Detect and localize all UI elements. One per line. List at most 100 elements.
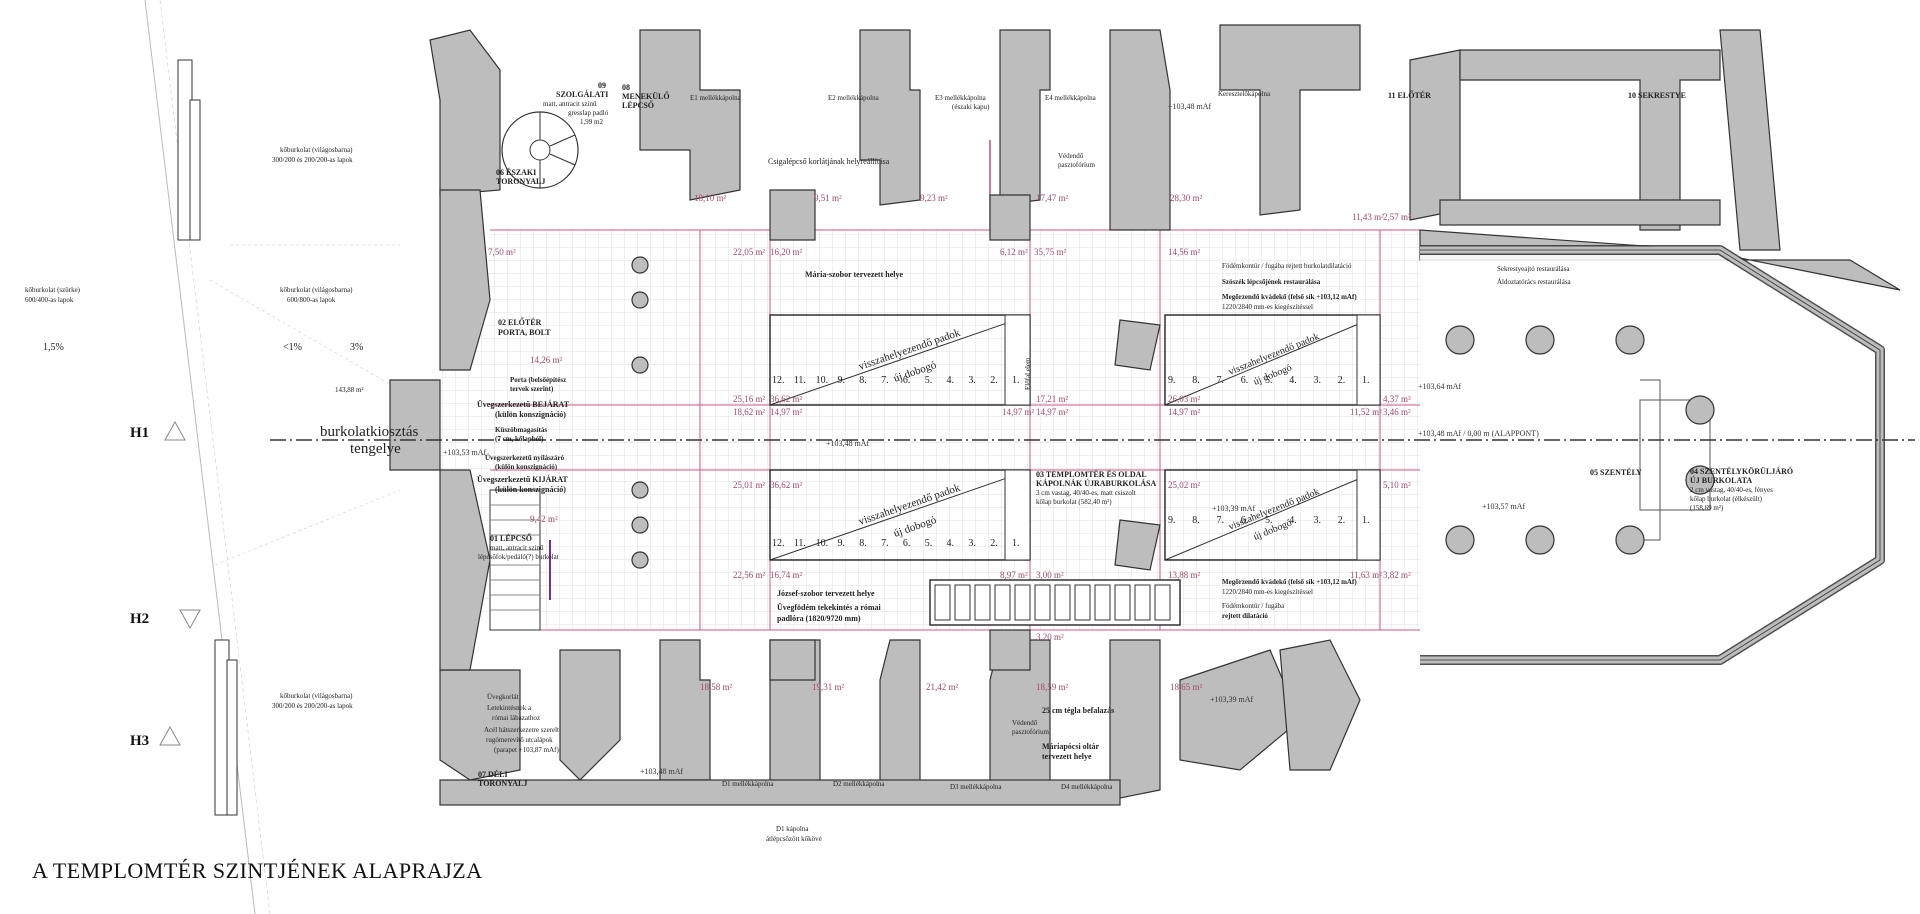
svg-text:tervek szerint): tervek szerint) xyxy=(510,385,554,393)
pews-block-north-right xyxy=(1164,314,1381,406)
pew-number-south-t-9: 3. xyxy=(968,538,976,549)
section-mark-h2: H2 xyxy=(130,609,201,630)
pew-number-north-right-r-2: 7. xyxy=(1217,375,1225,386)
svg-text:Üvegkorlát: Üvegkorlát xyxy=(487,693,519,701)
chapel-labels: E1 mellékkápolna E2 mellékkápolna E3 mel… xyxy=(690,90,1271,791)
svg-text:D1 mellékkápolna: D1 mellékkápolna xyxy=(722,780,774,788)
svg-text:KÁPOLNÁK ÚJRABURKOLÁSA: KÁPOLNÁK ÚJRABURKOLÁSA xyxy=(1036,478,1156,488)
svg-text:3,82 m²: 3,82 m² xyxy=(1383,570,1411,580)
svg-text:József-szobor tervezett helye: József-szobor tervezett helye xyxy=(777,589,875,598)
svg-text:16,20 m²: 16,20 m² xyxy=(770,247,803,257)
svg-text:7,50 m²: 7,50 m² xyxy=(488,247,516,257)
pew-number-north-t-10: 2. xyxy=(990,375,998,386)
svg-text:Áldoztatórács restaurálása: Áldoztatórács restaurálása xyxy=(1497,278,1572,286)
svg-text:Mária-szobor tervezett helye: Mária-szobor tervezett helye xyxy=(805,270,903,279)
svg-text:11,52 m²: 11,52 m² xyxy=(1350,407,1382,417)
svg-text:08: 08 xyxy=(622,83,630,92)
pew-number-south-right-r-7: 2. xyxy=(1338,515,1346,526)
svg-text:9,42 m²: 9,42 m² xyxy=(530,514,558,524)
svg-text:03 TEMPLOMTÉR ÉS OLDAL: 03 TEMPLOMTÉR ÉS OLDAL xyxy=(1036,469,1147,479)
svg-text:14,56 m²: 14,56 m² xyxy=(1168,247,1201,257)
svg-text:300/200 és 200/200-as lapok: 300/200 és 200/200-as lapok xyxy=(272,702,353,710)
svg-text:(parapet +103,87 mAf): (parapet +103,87 mAf) xyxy=(494,746,559,754)
svg-text:06 ÉSZAKI: 06 ÉSZAKI xyxy=(496,167,536,177)
pew-number-south-t-4: 8. xyxy=(859,538,867,549)
pew-number-north-right-r-7: 2. xyxy=(1338,375,1346,386)
svg-text:10 SEKRESTYE: 10 SEKRESTYE xyxy=(1628,91,1686,100)
svg-text:E2 mellékkápolna: E2 mellékkápolna xyxy=(828,94,880,102)
svg-text:05 SZENTÉLY: 05 SZENTÉLY xyxy=(1590,467,1642,477)
svg-text:1220/2840 mm-es kiegészítéssel: 1220/2840 mm-es kiegészítéssel xyxy=(1222,303,1313,311)
pew-number-south-right-r-6: 3. xyxy=(1314,515,1322,526)
svg-text:TORONYALJ: TORONYALJ xyxy=(496,177,545,186)
svg-text:Megőrzendő kvádekő (felső sík: Megőrzendő kvádekő (felső sík +103,12 mA… xyxy=(1222,293,1357,301)
pew-number-north-t-8: 4. xyxy=(947,375,955,386)
svg-text:6,12 m²: 6,12 m² xyxy=(1000,247,1028,257)
svg-text:(külön konszignáció): (külön konszignáció) xyxy=(495,410,566,419)
svg-text:36,62 m²: 36,62 m² xyxy=(770,394,803,404)
pew-number-south-t-10: 2. xyxy=(990,538,998,549)
svg-text:+103,48 mAf: +103,48 mAf xyxy=(1168,102,1212,111)
svg-text:9,51 m²: 9,51 m² xyxy=(814,193,842,203)
svg-text:Letekintésnek a: Letekintésnek a xyxy=(487,704,532,712)
south-stair xyxy=(489,489,551,631)
svg-text:Szószék lépcsőjének restaurálá: Szószék lépcsőjének restaurálása xyxy=(1222,278,1321,286)
svg-text:+103,53 mAf: +103,53 mAf xyxy=(443,448,487,457)
svg-text:Előfal elem: Előfal elem xyxy=(1024,357,1032,390)
svg-text:600/400-as lapok: 600/400-as lapok xyxy=(25,296,74,304)
svg-text:ÚJ BURKOLATA: ÚJ BURKOLATA xyxy=(1690,475,1752,485)
svg-text:11,43 m²: 11,43 m² xyxy=(1352,212,1384,222)
svg-text:matt, antracit színű: matt, antracit színű xyxy=(543,100,597,108)
pew-number-north-t-11: 1. xyxy=(1012,375,1020,386)
svg-text:(7 cm, kőlapból): (7 cm, kőlapból) xyxy=(495,435,544,443)
svg-text:2,57 m²: 2,57 m² xyxy=(1383,212,1411,222)
area-division-lines xyxy=(490,140,1420,631)
svg-text:16,74 m²: 16,74 m² xyxy=(770,570,803,580)
svg-text:07 DÉLI: 07 DÉLI xyxy=(478,769,508,779)
svg-text:gresslap padló: gresslap padló xyxy=(568,109,609,117)
spiral-stair xyxy=(501,111,579,189)
west-wall xyxy=(389,189,491,671)
svg-text:11,63 m²: 11,63 m² xyxy=(1350,570,1382,580)
pew-number-south-right-r-4: 5. xyxy=(1265,515,1273,526)
pew-number-south-t-8: 4. xyxy=(947,538,955,549)
svg-text:TORONYALJ: TORONYALJ xyxy=(478,779,527,788)
svg-text:(külön konszignáció): (külön konszignáció) xyxy=(495,463,558,471)
annotation-notes: Csigalépcső korlátjának helyreállítása V… xyxy=(477,152,1572,843)
svg-text:E3 mellékkápolna: E3 mellékkápolna xyxy=(935,94,987,102)
svg-text:02 ELŐTÉR: 02 ELŐTÉR xyxy=(498,317,542,327)
section-label-h2: H2 xyxy=(130,611,149,627)
pew-number-north-t-7: 5. xyxy=(925,375,933,386)
pew-number-south-right-r-8: 1. xyxy=(1362,515,1370,526)
svg-text:Keresztelőkápolna: Keresztelőkápolna xyxy=(1218,90,1271,98)
svg-text:09: 09 xyxy=(598,81,606,90)
svg-text:pasztofórium: pasztofórium xyxy=(1012,728,1049,736)
svg-text:Üvegszerkezetű KIJÁRAT: Üvegszerkezetű KIJÁRAT xyxy=(477,474,568,484)
apse-outline xyxy=(1419,229,1901,665)
svg-text:3,46 m²: 3,46 m² xyxy=(1383,407,1411,417)
svg-text:18,10 m²: 18,10 m² xyxy=(694,193,727,203)
pew-number-north-t-1: 11. xyxy=(794,375,806,386)
svg-text:600/800-as lapok: 600/800-as lapok xyxy=(287,296,336,304)
pew-number-north-t-9: 3. xyxy=(968,375,976,386)
pew-number-south-t-5: 7. xyxy=(881,538,889,549)
svg-text:(külön konszignáció): (külön konszignáció) xyxy=(495,485,566,494)
pew-number-north-right-r-3: 6. xyxy=(1241,375,1249,386)
svg-text:Csigalépcső korlátjának helyre: Csigalépcső korlátjának helyreállítása xyxy=(768,157,890,166)
svg-text:35,75 m²: 35,75 m² xyxy=(1034,247,1067,257)
svg-text:3,20 m²: 3,20 m² xyxy=(1036,632,1064,642)
svg-text:rejtett dilatáció: rejtett dilatáció xyxy=(1222,612,1268,620)
svg-text:Küszöbmagasítás: Küszöbmagasítás xyxy=(495,426,547,434)
section-mark-h3: H3 xyxy=(130,725,181,749)
pew-number-north-right-r-5: 4. xyxy=(1289,375,1297,386)
pew-number-north-t-5: 7. xyxy=(881,375,889,386)
nave-piers xyxy=(631,189,1715,681)
pew-number-north-t-3: 9. xyxy=(838,375,846,386)
svg-text:3%: 3% xyxy=(350,342,363,353)
svg-text:04 SZENTÉLYKÖRÜLJÁRÓ: 04 SZENTÉLYKÖRÜLJÁRÓ xyxy=(1690,466,1793,476)
svg-text:padlóra (1820/9720 mm): padlóra (1820/9720 mm) xyxy=(777,614,861,623)
svg-text:25,01 m²: 25,01 m² xyxy=(733,480,766,490)
pew-number-south-right-r-0: 9. xyxy=(1168,515,1176,526)
pews-block-south xyxy=(769,469,1031,561)
svg-text:kőburkolat (világosbarna): kőburkolat (világosbarna) xyxy=(280,146,353,154)
